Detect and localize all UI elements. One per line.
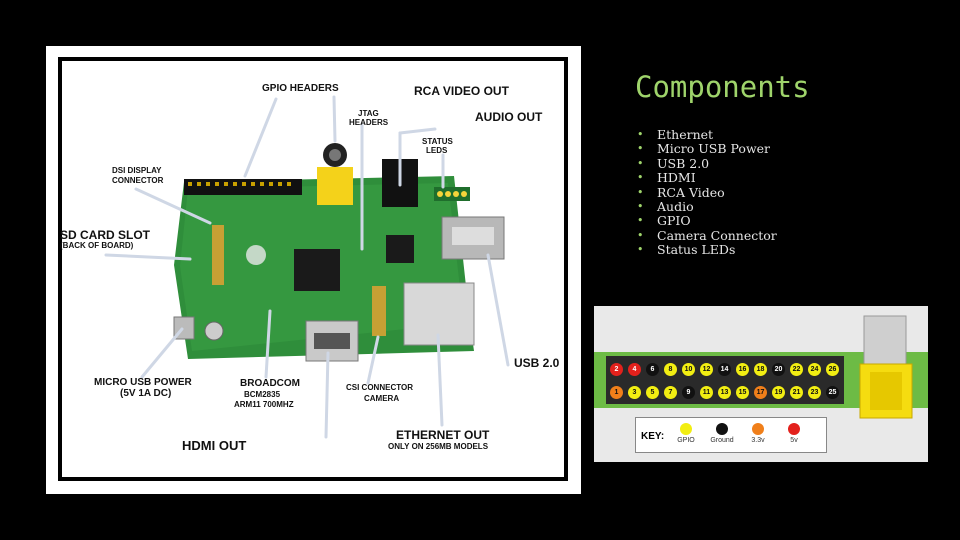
label-ethernet-out-2: ONLY ON 256MB MODELS: [388, 442, 489, 451]
gpio-pin: 9: [682, 386, 695, 399]
list-item: •Camera Connector: [637, 227, 777, 243]
gpio-pin: 20: [772, 363, 785, 376]
key-item-5v: 5v: [774, 423, 814, 444]
list-item: •HDMI: [637, 170, 696, 186]
gpio-pin: 6: [646, 363, 659, 376]
bullet-icon: •: [637, 228, 644, 242]
label-micro-usb-2: (5V 1A DC): [120, 388, 172, 399]
label-sd-card-slot-1: SD CARD SLOT: [60, 228, 150, 242]
bullet-icon: •: [637, 214, 644, 228]
gpio-pin: 15: [736, 386, 749, 399]
list-item: •Ethernet: [637, 127, 714, 142]
label-jtag-headers-2: HEADERS: [349, 118, 389, 127]
bullet-icon: •: [637, 142, 644, 156]
dsi-connector: [212, 225, 224, 285]
key-dot: [680, 423, 692, 435]
gpio-pin: 7: [664, 386, 677, 399]
list-item: •USB 2.0: [637, 155, 710, 171]
gpio-header: [184, 179, 302, 195]
key-item-3v3: 3.3v: [738, 423, 778, 444]
gpio-pin: 4: [628, 363, 641, 376]
gpio-pin: 17: [754, 386, 767, 399]
label-broadcom-3: ARM11 700MHZ: [234, 400, 294, 409]
key-dot: [788, 423, 800, 435]
bullet-icon: •: [637, 200, 644, 214]
broadcom-soc: [294, 249, 340, 291]
key-dot: [752, 423, 764, 435]
key-dot: [716, 423, 728, 435]
label-ethernet-out-1: ETHERNET OUT: [396, 428, 490, 442]
bullet-icon: •: [637, 185, 644, 199]
label-status-leds-2: LEDS: [426, 146, 448, 155]
key-title: KEY:: [641, 431, 665, 442]
bullet-icon: •: [637, 156, 644, 170]
gpio-pin: 5: [646, 386, 659, 399]
label-jtag-headers-1: JTAG: [358, 109, 379, 118]
gpio-pin: 24: [808, 363, 821, 376]
label-csi-2: CAMERA: [364, 394, 400, 403]
gpio-key: KEY: GPIO Ground 3.3v 5v: [635, 417, 827, 453]
key-item-gpio: GPIO: [666, 423, 706, 444]
label-csi-1: CSI CONNECTOR: [346, 383, 413, 392]
label-dsi-display-1: DSI DISPLAY: [112, 166, 162, 175]
component-list: •Ethernet •Micro USB Power •USB 2.0 •HDM…: [637, 127, 777, 258]
gpio-pin: 25: [826, 386, 839, 399]
gpio-pin: 11: [700, 386, 713, 399]
list-item: •Status LEDs: [637, 242, 736, 258]
list-item: •RCA Video: [637, 184, 725, 200]
label-usb: USB 2.0: [514, 356, 560, 370]
list-item: •GPIO: [637, 213, 691, 229]
gpio-pin: 10: [682, 363, 695, 376]
board-diagram: GPIO HEADERS RCA VIDEO OUT JTAG HEADERS …: [58, 57, 568, 481]
label-broadcom-2: BCM2835: [244, 390, 281, 399]
gpio-pin: 2: [610, 363, 623, 376]
label-gpio-headers: GPIO HEADERS: [262, 83, 339, 94]
label-sd-card-slot-2: (BACK OF BOARD): [60, 241, 134, 250]
gpio-pin: 8: [664, 363, 677, 376]
label-micro-usb-1: MICRO USB POWER: [94, 377, 192, 388]
label-status-leds-1: STATUS: [422, 137, 453, 146]
rca-connector: [317, 167, 353, 205]
gpio-pin: 13: [718, 386, 731, 399]
slide-title: Components: [635, 70, 810, 104]
gpio-pin: 19: [772, 386, 785, 399]
key-item-ground: Ground: [702, 423, 742, 444]
bullet-icon: •: [637, 128, 644, 141]
label-broadcom-1: BROADCOM: [240, 378, 300, 389]
gpio-board-illustration: [594, 315, 928, 419]
gpio-pin: 14: [718, 363, 731, 376]
bullet-icon: •: [637, 171, 644, 185]
gpio-pin: 21: [790, 386, 803, 399]
gpio-pin: 12: [700, 363, 713, 376]
list-item: •Audio: [637, 199, 694, 215]
list-item: •Micro USB Power: [637, 141, 771, 157]
label-rca-video-out: RCA VIDEO OUT: [414, 84, 509, 98]
label-audio-out: AUDIO OUT: [475, 110, 543, 124]
label-dsi-display-2: CONNECTOR: [112, 176, 164, 185]
gpio-pin: 3: [628, 386, 641, 399]
csi-connector: [372, 286, 386, 336]
gpio-pin: 26: [826, 363, 839, 376]
label-hdmi-out: HDMI OUT: [182, 438, 247, 453]
gpio-pin: 23: [808, 386, 821, 399]
bullet-icon: •: [637, 243, 644, 257]
gpio-pin: 1: [610, 386, 623, 399]
gpio-pin: 18: [754, 363, 767, 376]
gpio-pin: 16: [736, 363, 749, 376]
board-illustration: [104, 95, 510, 439]
gpio-pin: 22: [790, 363, 803, 376]
